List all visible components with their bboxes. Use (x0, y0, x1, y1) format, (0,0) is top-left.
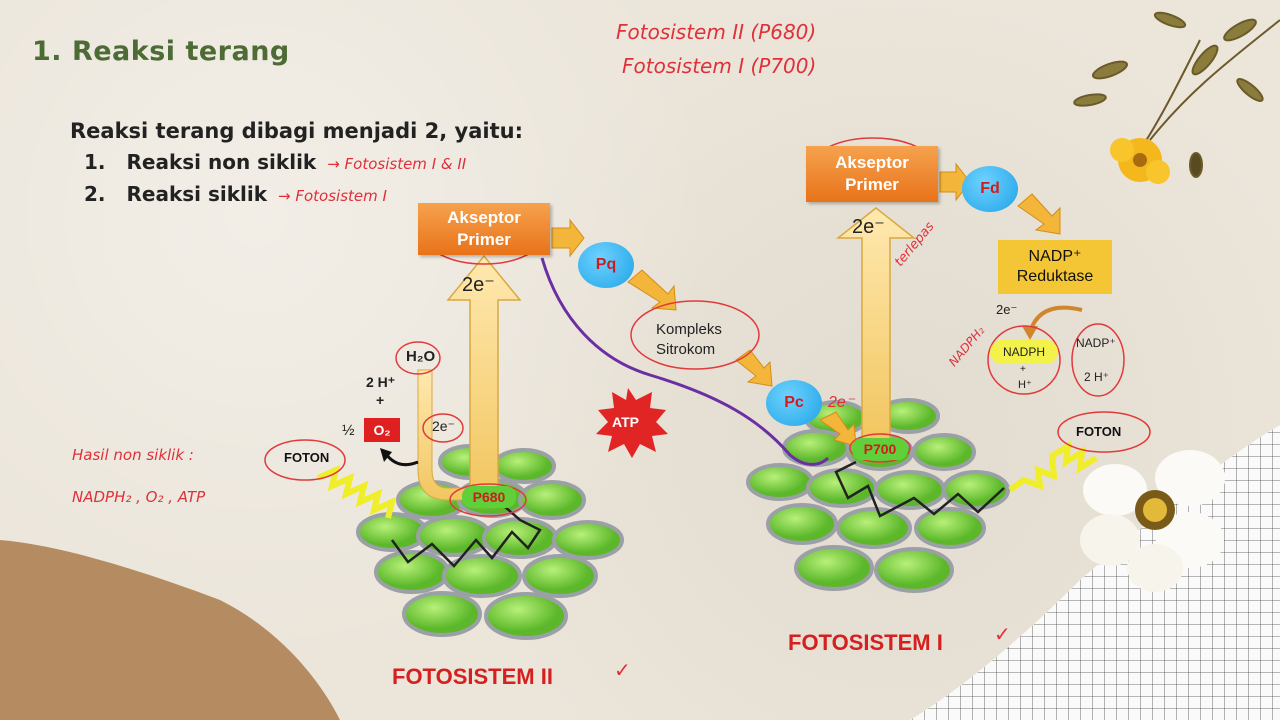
brown-paper-decor (0, 540, 340, 720)
pc-carrier: Pc (766, 380, 822, 426)
electron-arrow-right (835, 207, 917, 441)
fd-carrier: Fd (962, 166, 1018, 212)
nadph-label: NADPH (990, 340, 1058, 364)
akseptor-primer-right: Akseptor Primer (806, 146, 938, 202)
slide-title: 1. Reaksi terang (32, 36, 290, 67)
intro-text: Reaksi terang dibagi menjadi 2, yaitu: (70, 119, 523, 143)
half-label: ½ (342, 422, 355, 439)
p700-label: P700 (852, 438, 908, 460)
note-fotosistem-i: Fotosistem I (P700) (622, 54, 817, 78)
nadph-arrow-head (1022, 326, 1038, 340)
list-num-2: 2. (84, 182, 106, 206)
o2-arrow (384, 453, 419, 467)
h-plus-label: H⁺ (1018, 379, 1032, 391)
photon-zigzag-left (316, 464, 397, 519)
yellow-flower-decor (1110, 138, 1170, 184)
two-h-label: 2 H⁺ (366, 374, 396, 390)
energy-path-right (834, 460, 1005, 518)
p680-label: P680 (462, 486, 516, 508)
nadp-plus-label: NADP⁺ (1076, 336, 1116, 350)
kompleks-sitrokom-label: Kompleks Sitrokom (656, 321, 722, 359)
atp-label: ATP (612, 414, 639, 430)
nadp-reduktase-line2: Reduktase (1016, 268, 1094, 285)
o2-arrow-head (380, 448, 392, 462)
note-fotosistem-ii: Fotosistem II (P680) (616, 20, 817, 44)
plus-label: + (376, 392, 385, 408)
photosystem-i-cluster (746, 398, 1010, 593)
pq-carrier: Pq (578, 242, 634, 288)
foton-right: FOTON (1076, 424, 1122, 439)
electron-label-nadp: 2e⁻ (996, 302, 1018, 317)
fotosistem-i-title: FOTOSISTEM I (788, 630, 943, 655)
list-item-1: 1. Reaksi non siklik → Fotosistem I & II (84, 150, 466, 174)
plus-label-nadph: + (1020, 364, 1026, 375)
flower-decor (1080, 450, 1225, 592)
fotosistem-ii-title: FOTOSISTEM II (392, 664, 553, 689)
chain-arrows (551, 162, 1061, 447)
electron-label-water: 2e⁻ (432, 418, 455, 434)
list-num-1: 1. (84, 150, 106, 174)
two-h-right-label: 2 H⁺ (1084, 370, 1110, 384)
nadp-reduktase-line1: NADP⁺ (1028, 248, 1082, 265)
electron-arrow-left (446, 254, 522, 499)
list-item-2: 2. Reaksi siklik → Fotosistem I (84, 182, 387, 206)
hasil-value: NADPH₂ , O₂ , ATP (72, 488, 206, 506)
check-ii: ✓ (614, 658, 631, 682)
list-note-1: → Fotosistem I & II (327, 155, 467, 173)
akseptor-primer-left: Akseptor Primer (418, 203, 550, 255)
hasil-label: Hasil non siklik : (72, 446, 194, 464)
electron-label-right: 2e⁻ (852, 216, 885, 238)
list-text-1: Reaksi non siklik (126, 150, 317, 174)
photon-zigzag-right (1008, 440, 1098, 493)
h2o-label: H₂O (406, 348, 436, 365)
grid-paper-decor (910, 425, 1280, 720)
list-note-2: → Fotosistem I (278, 187, 387, 205)
energy-path-left (390, 505, 542, 568)
nadp-reduktase-box: NADP⁺ Reduktase (998, 240, 1112, 294)
check-i: ✓ (994, 622, 1011, 646)
electron-label-left: 2e⁻ (462, 274, 495, 296)
foton-left: FOTON (284, 450, 330, 465)
list-text-2: Reaksi siklik (126, 182, 268, 206)
electron-label-pc: 2e⁻ (828, 394, 855, 411)
cyclic-electron-path (540, 257, 830, 466)
atp-burst (596, 388, 668, 458)
plant-decor (1073, 11, 1280, 178)
o2-box: O₂ (364, 418, 400, 442)
